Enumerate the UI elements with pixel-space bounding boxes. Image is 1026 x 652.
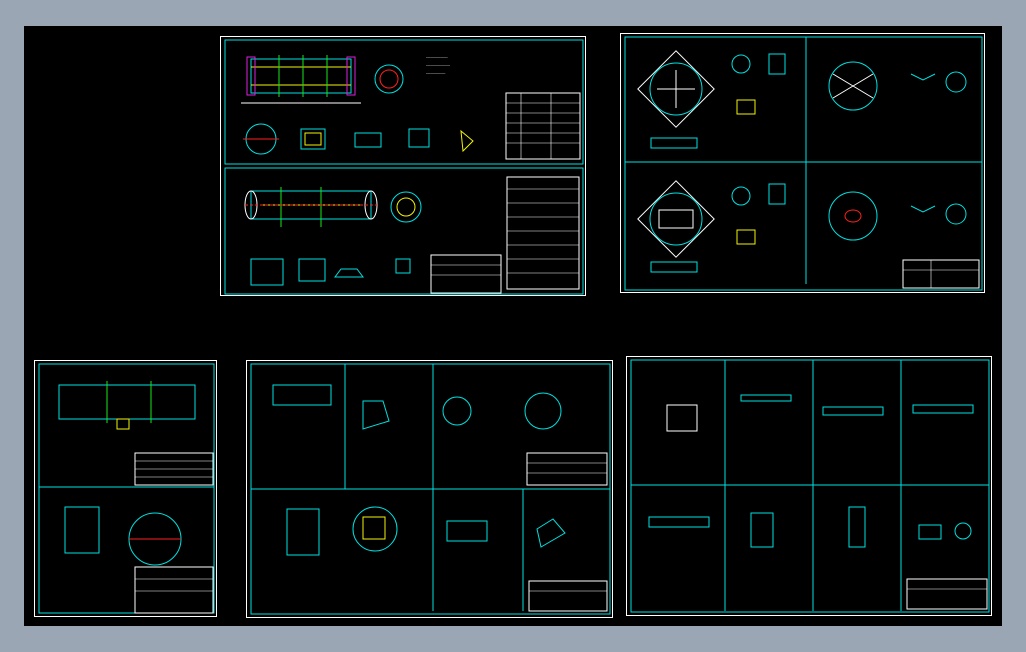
sheet-3-drawing — [38, 363, 215, 614]
sheet-4-drawing — [250, 363, 611, 615]
sheet-2-drawing — [624, 36, 983, 291]
exchanger-assembly-view — [244, 187, 378, 227]
title-block-3 — [134, 566, 214, 614]
title-block-2 — [902, 259, 980, 289]
tubesheet-view-3 — [637, 180, 715, 258]
drawing-sheet-3[interactable] — [34, 360, 217, 617]
tubesheet-view-2 — [828, 61, 878, 111]
tubesheet-view-1 — [637, 50, 715, 128]
title-block-4 — [528, 580, 608, 612]
tubesheet-view-4 — [828, 191, 878, 241]
drawing-sheet-4[interactable] — [246, 360, 613, 618]
drawing-sheet-2[interactable] — [620, 33, 985, 293]
svg-text:—————————: ————————— — [426, 55, 448, 60]
drawing-sheet-1[interactable]: ————————— —————————— ———————— — [220, 36, 586, 296]
bom-table-1 — [505, 92, 581, 160]
shell-assembly-view — [58, 381, 196, 430]
cad-model-space[interactable]: ————————— —————————— ———————— — [24, 26, 1002, 626]
shell-section-circle — [374, 64, 404, 94]
bom-table-2 — [506, 176, 580, 290]
drawing-sheet-5[interactable] — [626, 356, 992, 616]
svg-text:————————: ———————— — [426, 71, 446, 76]
title-block-5 — [906, 578, 988, 610]
sheet-5-drawing — [630, 359, 990, 613]
svg-text:——————————: —————————— — [426, 63, 451, 68]
shell-elevation-view — [241, 55, 361, 104]
bom-table-4 — [526, 452, 608, 486]
sheet-1-drawing: ————————— —————————— ———————— — [224, 39, 584, 295]
